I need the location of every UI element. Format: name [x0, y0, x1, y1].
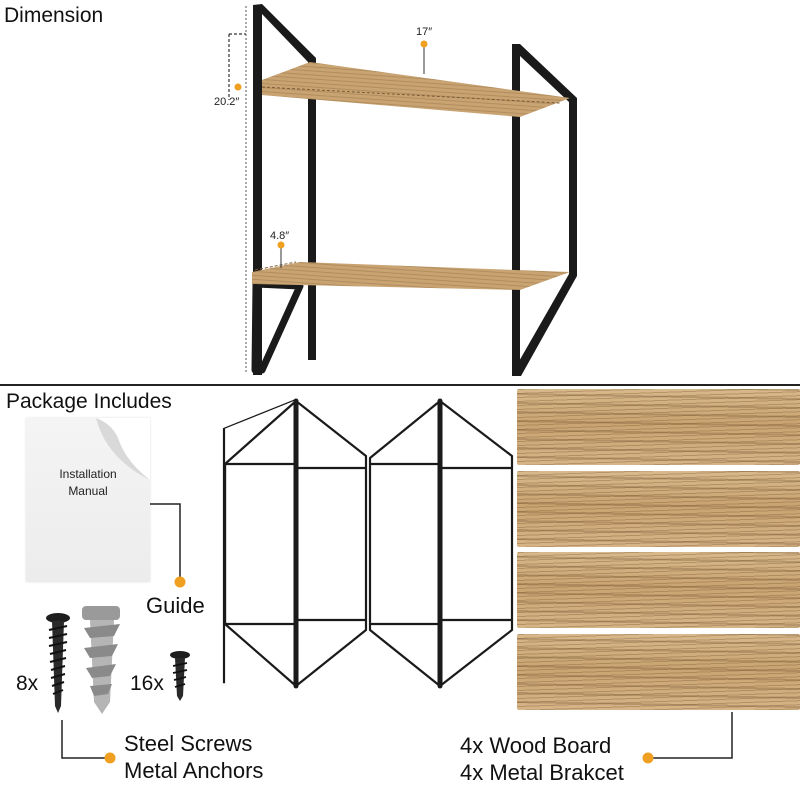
- wood-board: [517, 552, 800, 628]
- callout-dot-icon: [642, 752, 654, 764]
- guide-callout-line: [150, 503, 186, 588]
- package-title: Package Includes: [6, 390, 172, 413]
- dimension-title: Dimension: [4, 4, 104, 27]
- manual-text: Installation Manual: [26, 466, 150, 500]
- manual-text-line2: Manual: [68, 484, 108, 498]
- page-curl-icon: [96, 418, 150, 480]
- board-label: 4x Wood Board 4x Metal Brakcet: [460, 732, 624, 786]
- hardware-label-line1: Steel Screws: [124, 731, 253, 756]
- right-bracket: [512, 44, 577, 376]
- wood-board: [517, 471, 800, 547]
- manual-text-line1: Installation: [59, 467, 117, 481]
- board-label-line2: 4x Metal Brakcet: [460, 760, 624, 785]
- callout-dot-icon: [234, 83, 242, 91]
- guide-label: Guide: [146, 593, 205, 618]
- board-label-line1: 4x Wood Board: [460, 733, 612, 758]
- board-callout-line: [642, 712, 733, 764]
- screw-icon: [170, 651, 190, 701]
- callout-dot-icon: [420, 40, 428, 48]
- screw-icon: [46, 613, 70, 713]
- metal-brackets: [222, 398, 514, 689]
- left-bracket: [253, 4, 316, 375]
- width-label: 17″: [416, 26, 433, 38]
- height-label: 20.2″: [214, 96, 240, 108]
- hardware-label: Steel Screws Metal Anchors: [124, 730, 263, 784]
- callout-dot-icon: [277, 241, 285, 249]
- wood-board: [517, 389, 800, 465]
- section-divider: [0, 384, 800, 386]
- hardware-label-line2: Metal Anchors: [124, 758, 264, 783]
- hardware-callout-line: [61, 720, 116, 764]
- callout-dot-icon: [104, 752, 116, 764]
- callout-dot-icon: [174, 576, 186, 588]
- depth-label: 4.8″: [270, 230, 290, 242]
- shelf-illustration: [228, 4, 577, 376]
- screws-count: 8x: [16, 672, 39, 695]
- anchor-icon: [82, 606, 120, 714]
- wood-board: [517, 634, 800, 710]
- anchors-count: 16x: [130, 672, 164, 695]
